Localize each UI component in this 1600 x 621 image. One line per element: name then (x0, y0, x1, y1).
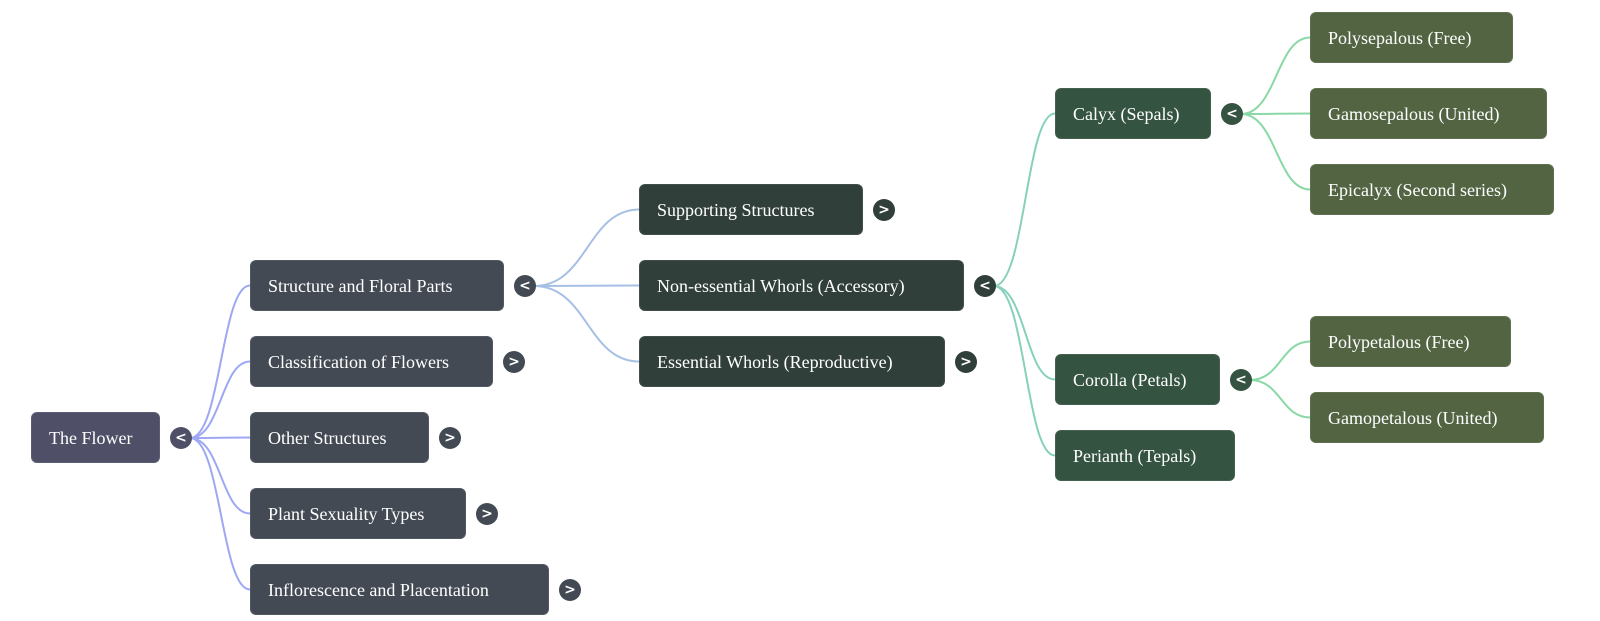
node-inflorescence-and-placentation[interactable]: Inflorescence and Placentation (250, 564, 549, 615)
chevron-right-icon: > (444, 430, 456, 446)
chevron-left-icon: < (1235, 372, 1247, 388)
chevron-right-icon: > (508, 354, 520, 370)
node-calyx-sepals[interactable]: Calyx (Sepals) (1055, 88, 1211, 139)
node-corolla-petals[interactable]: Corolla (Petals) (1055, 354, 1220, 405)
node-polypetalous[interactable]: Polypetalous (Free) (1310, 316, 1511, 367)
link-root-line (189, 360, 251, 439)
node-plant-sexuality-types[interactable]: Plant Sexuality Types (250, 488, 466, 539)
chevron-left-icon: < (175, 430, 187, 446)
collapse-toggle-corolla-petals[interactable]: < (1230, 369, 1252, 391)
chevron-left-icon: < (1226, 106, 1238, 122)
link-accessory-line (993, 112, 1056, 287)
expand-toggle-plant-sexuality-types[interactable]: > (476, 503, 498, 525)
chevron-right-icon: > (960, 354, 972, 370)
expand-toggle-other-structures[interactable]: > (439, 427, 461, 449)
link-calyx-line (1240, 113, 1311, 191)
collapse-toggle-calyx-sepals[interactable]: < (1221, 103, 1243, 125)
node-non-essential-whorls[interactable]: Non-essential Whorls (Accessory) (639, 260, 964, 311)
collapse-toggle-non-essential-whorls[interactable]: < (974, 275, 996, 297)
expand-toggle-inflorescence-and-placentation[interactable]: > (559, 579, 581, 601)
chevron-right-icon: > (564, 582, 576, 598)
link-corolla-line (1249, 379, 1311, 419)
link-corolla-line (1249, 340, 1311, 381)
node-other-structures[interactable]: Other Structures (250, 412, 429, 463)
node-epicalyx[interactable]: Epicalyx (Second series) (1310, 164, 1554, 215)
node-perianth-tepals[interactable]: Perianth (Tepals) (1055, 430, 1235, 481)
link-root-line (189, 436, 251, 439)
node-essential-whorls[interactable]: Essential Whorls (Reproductive) (639, 336, 945, 387)
link-structure-line (533, 208, 640, 287)
chevron-right-icon: > (878, 202, 890, 218)
link-calyx-line (1240, 36, 1311, 115)
node-classification-of-flowers[interactable]: Classification of Flowers (250, 336, 493, 387)
node-supporting-structures[interactable]: Supporting Structures (639, 184, 863, 235)
collapse-toggle-structure-and-floral-parts[interactable]: < (514, 275, 536, 297)
node-the-flower[interactable]: The Flower (31, 412, 160, 463)
link-structure-line (533, 285, 640, 363)
node-gamopetalous[interactable]: Gamopetalous (United) (1310, 392, 1544, 443)
chevron-right-icon: > (481, 506, 493, 522)
node-gamosepalous[interactable]: Gamosepalous (United) (1310, 88, 1547, 139)
link-root-line (189, 284, 251, 439)
link-structure-line (533, 284, 640, 287)
node-polysepalous[interactable]: Polysepalous (Free) (1310, 12, 1513, 63)
expand-toggle-supporting-structures[interactable]: > (873, 199, 895, 221)
expand-toggle-essential-whorls[interactable]: > (955, 351, 977, 373)
link-accessory-line (993, 285, 1056, 381)
collapse-toggle-the-flower[interactable]: < (170, 427, 192, 449)
link-calyx-line (1240, 112, 1311, 115)
link-root-line (189, 437, 251, 515)
chevron-left-icon: < (519, 278, 531, 294)
chevron-left-icon: < (979, 278, 991, 294)
link-accessory-line (993, 285, 1056, 457)
expand-toggle-classification-of-flowers[interactable]: > (503, 351, 525, 373)
node-structure-and-floral-parts[interactable]: Structure and Floral Parts (250, 260, 504, 311)
link-root-line (189, 437, 251, 591)
